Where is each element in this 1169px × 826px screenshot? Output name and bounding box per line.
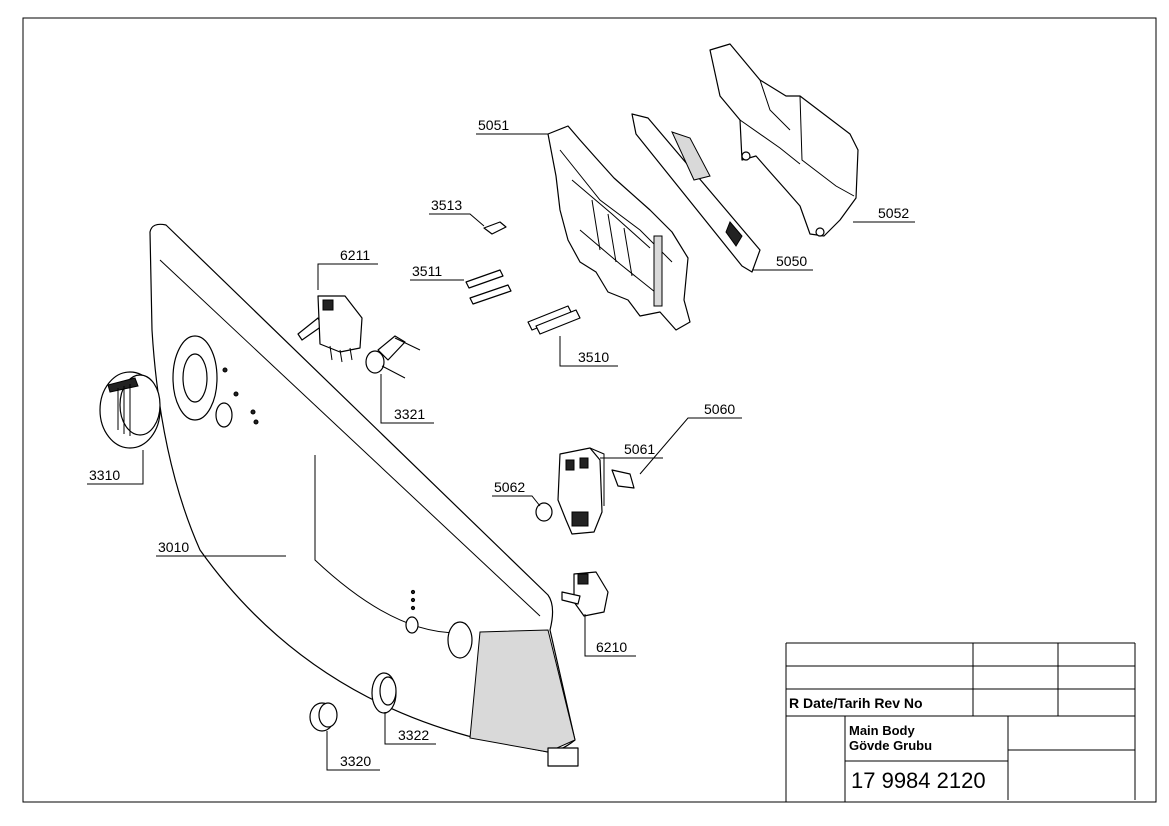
part-label-3510: 3510 bbox=[578, 349, 609, 365]
pcb-5050 bbox=[631, 113, 761, 273]
part-label-3322: 3322 bbox=[398, 727, 429, 743]
part-label-6210: 6210 bbox=[596, 639, 627, 655]
bulb-5062 bbox=[535, 502, 553, 522]
part-label-3010: 3010 bbox=[158, 539, 189, 555]
part-label-3511: 3511 bbox=[412, 263, 442, 279]
module-5061 bbox=[557, 447, 605, 535]
revision-header: R Date/Tarih Rev No bbox=[789, 695, 923, 711]
part-label-5051: 5051 bbox=[478, 117, 509, 133]
knob-3310 bbox=[99, 371, 161, 449]
drawing-frame bbox=[22, 17, 1157, 803]
small-knob-3320 bbox=[309, 702, 338, 732]
switch-6211 bbox=[297, 295, 363, 363]
part-label-5060: 5060 bbox=[704, 401, 735, 417]
leader-lines bbox=[87, 133, 915, 771]
part-label-3513: 3513 bbox=[431, 197, 462, 213]
title-block: R Date/Tarih Rev No Main Body Gövde Grub… bbox=[785, 642, 1136, 802]
part-label-5050: 5050 bbox=[776, 253, 807, 269]
contact-5060 bbox=[611, 469, 635, 489]
part-label-3320: 3320 bbox=[340, 753, 371, 769]
cover-5052 bbox=[709, 43, 859, 237]
clip-3513 bbox=[483, 221, 507, 235]
ring-3322 bbox=[371, 672, 397, 714]
frame-5051 bbox=[547, 125, 691, 331]
switch-6210 bbox=[561, 571, 609, 617]
part-label-6211: 6211 bbox=[340, 247, 370, 263]
title-line-english: Main Body bbox=[849, 723, 915, 738]
title-line-turkish: Gövde Grubu bbox=[849, 738, 932, 753]
part-label-3321: 3321 bbox=[394, 406, 425, 422]
part-label-3310: 3310 bbox=[89, 467, 120, 483]
drawing-number: 17 9984 2120 bbox=[851, 768, 986, 793]
part-labels: 5051 5052 5050 3513 6211 3511 3510 3321 … bbox=[89, 117, 909, 769]
part-label-5052: 5052 bbox=[878, 205, 909, 221]
pins-3511 bbox=[465, 269, 512, 305]
control-panel-body bbox=[149, 223, 579, 767]
holder-3321 bbox=[365, 335, 421, 379]
pins-3510 bbox=[527, 305, 581, 335]
part-label-5061: 5061 bbox=[624, 441, 655, 457]
part-label-5062: 5062 bbox=[494, 479, 525, 495]
